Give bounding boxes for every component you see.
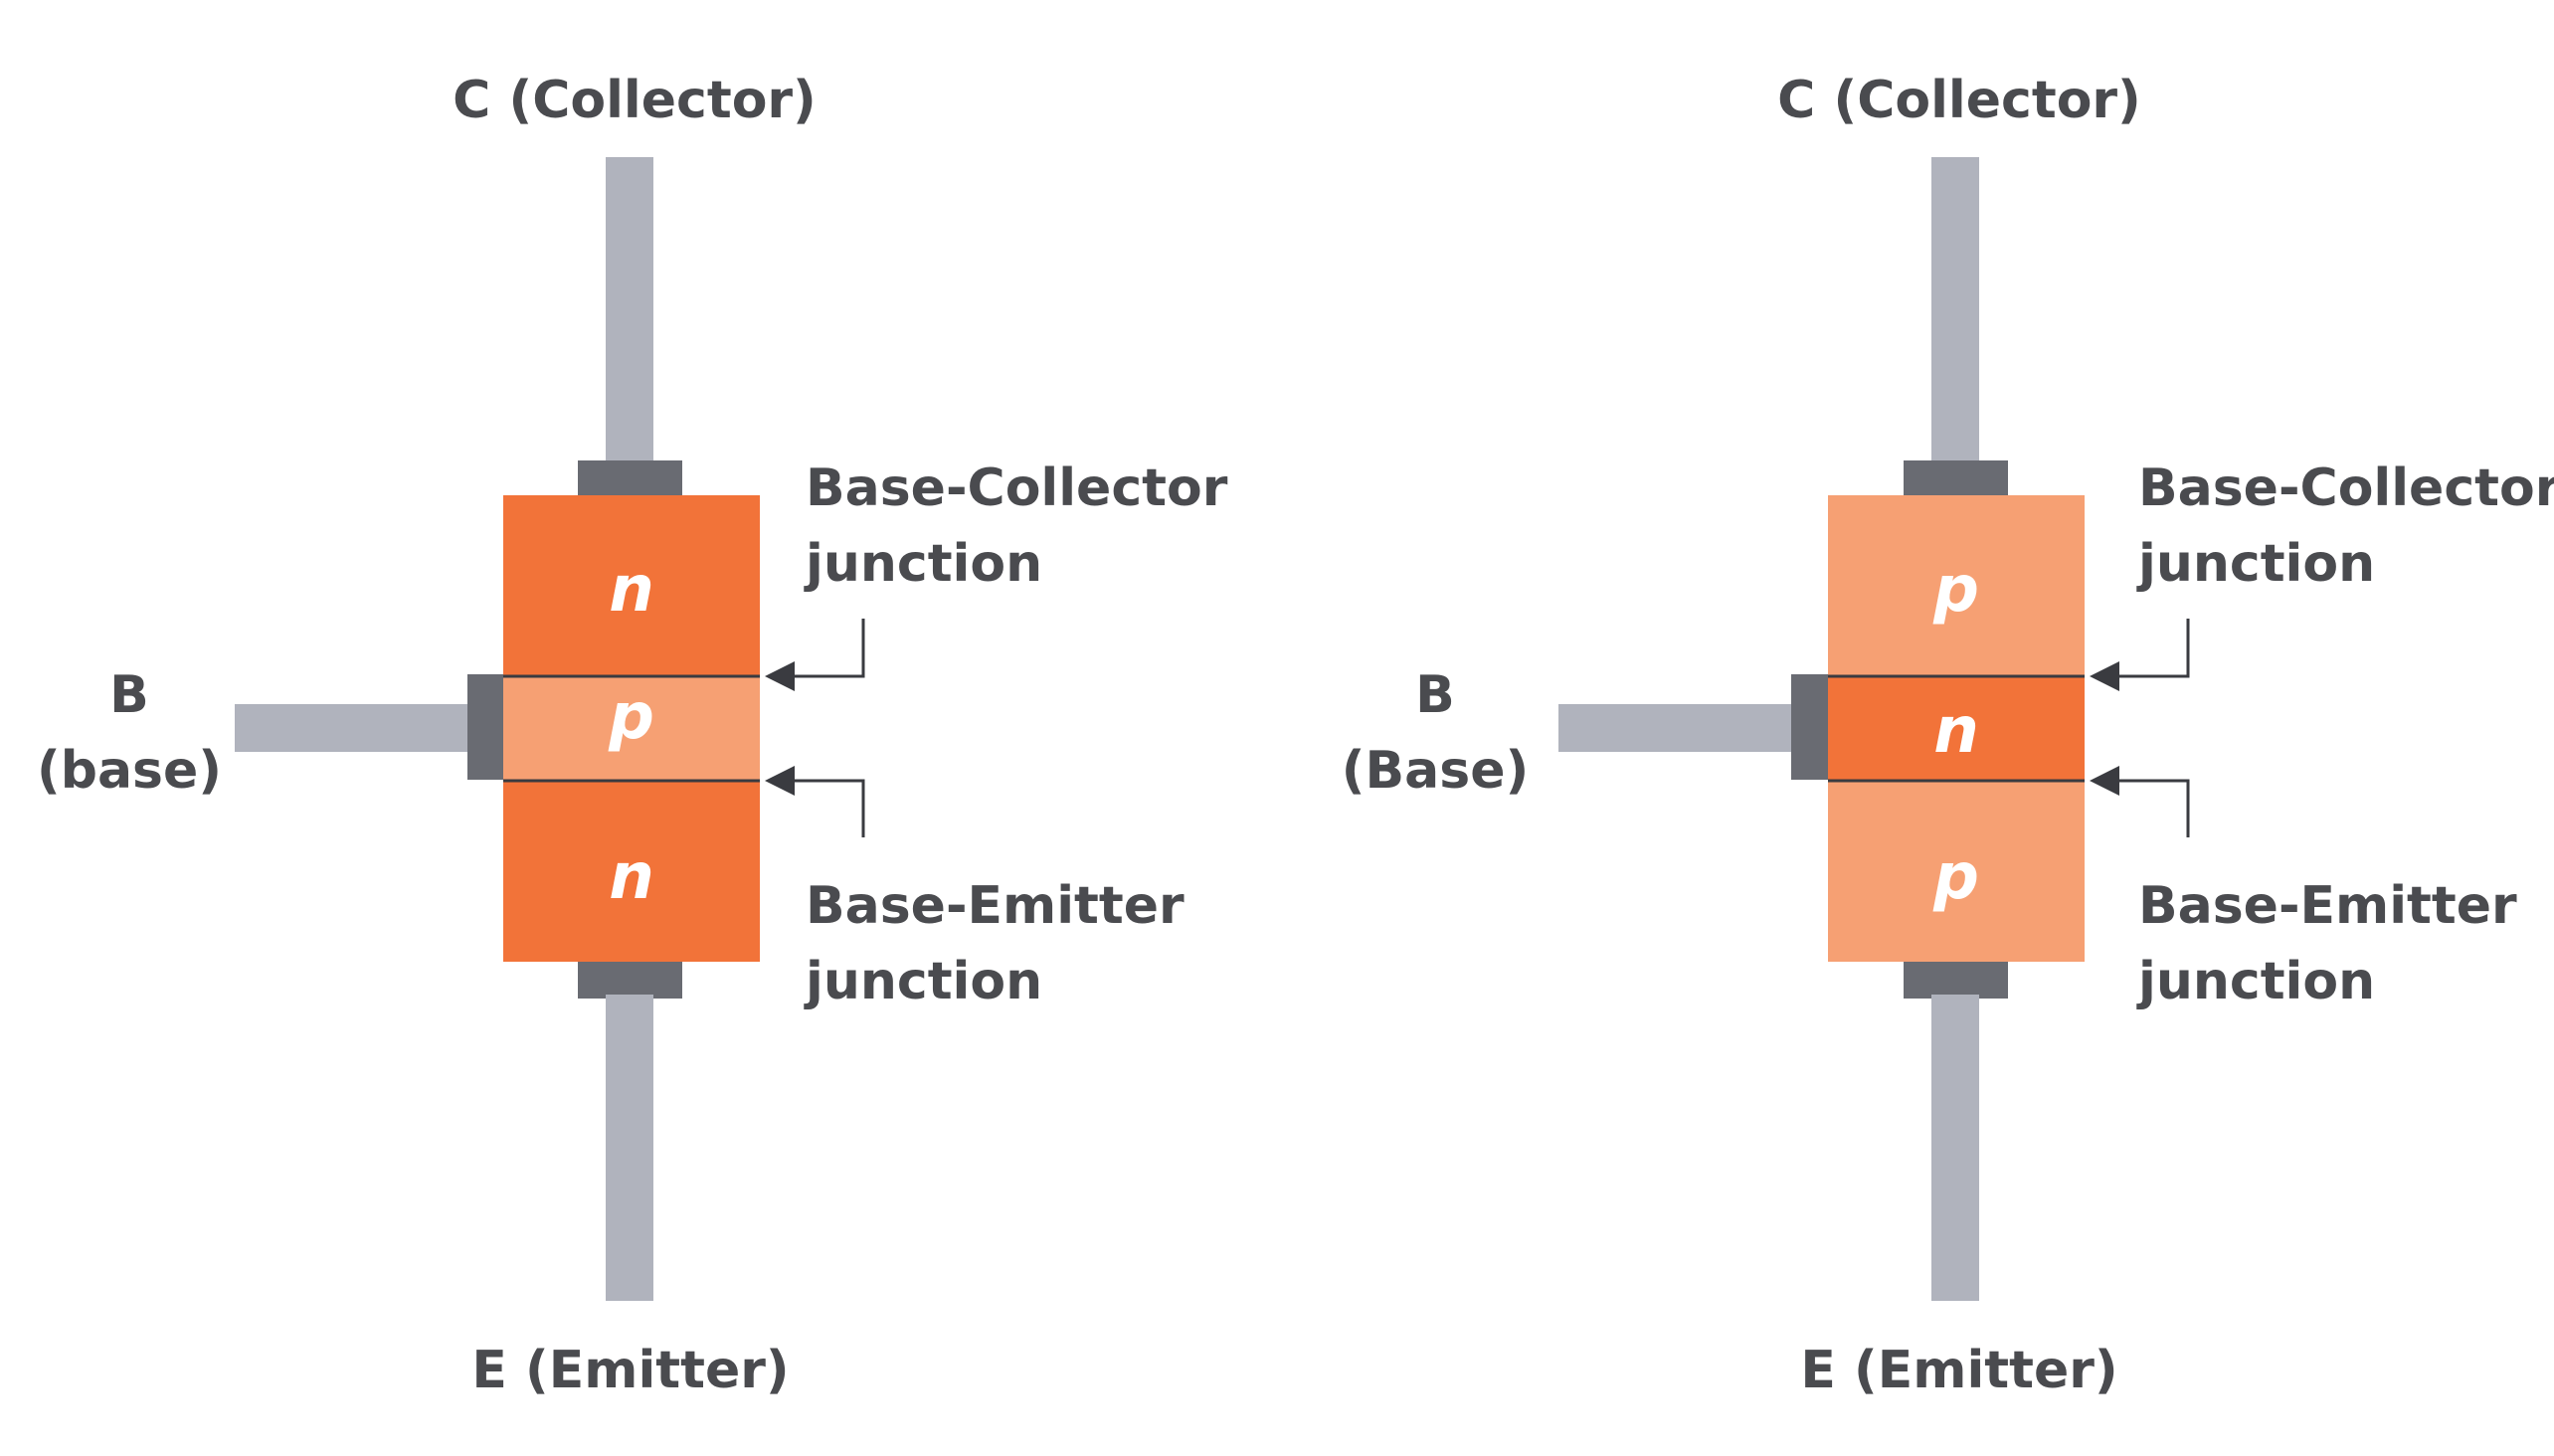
pnp-base-label-line2: (Base) xyxy=(1342,741,1529,801)
npn-bottom-region-label: n xyxy=(609,840,654,914)
npn-base-label-line1: B xyxy=(109,665,149,725)
pnp-top-region xyxy=(1828,495,2085,676)
pnp-transistor: p n p C (Collector) E (Emitter) B (Base)… xyxy=(1342,71,2554,1400)
npn-emitter-lead xyxy=(606,995,653,1301)
npn-bc-junction-label-line1: Base-Collector xyxy=(806,458,1228,518)
npn-bottom-region xyxy=(503,781,760,962)
npn-base-label-line2: (base) xyxy=(37,741,222,801)
pnp-middle-region xyxy=(1828,676,2085,781)
npn-be-pointer xyxy=(765,766,865,837)
npn-base-contact xyxy=(467,674,505,780)
pnp-be-pointer xyxy=(2090,766,2190,837)
pnp-bc-pointer xyxy=(2090,619,2190,691)
pnp-base-contact xyxy=(1791,674,1829,780)
pnp-emitter-label: E (Emitter) xyxy=(1800,1341,2117,1400)
npn-emitter-label: E (Emitter) xyxy=(471,1341,789,1400)
npn-emitter-contact xyxy=(578,962,682,999)
pnp-collector-contact xyxy=(1904,460,2008,497)
pnp-collector-label: C (Collector) xyxy=(1777,71,2141,130)
pnp-bottom-region-label: p xyxy=(1932,840,1979,914)
pnp-be-junction-label-line1: Base-Emitter xyxy=(2138,876,2517,936)
pnp-emitter-contact xyxy=(1904,962,2008,999)
npn-collector-lead xyxy=(606,157,653,463)
npn-be-junction-label-line1: Base-Emitter xyxy=(806,876,1185,936)
pnp-base-label-line1: B xyxy=(1415,665,1455,725)
npn-collector-label: C (Collector) xyxy=(453,71,817,130)
npn-top-region xyxy=(503,495,760,676)
pnp-top-region-label: p xyxy=(1932,553,1979,627)
pnp-bc-junction-label-line1: Base-Collector xyxy=(2138,458,2554,518)
npn-top-region-label: n xyxy=(609,553,654,627)
npn-be-junction-label-line2: junction xyxy=(804,952,1042,1011)
pnp-be-junction-label-line2: junction xyxy=(2136,952,2375,1011)
npn-middle-region-label: p xyxy=(608,680,654,754)
pnp-collector-lead xyxy=(1931,157,1979,463)
npn-collector-contact xyxy=(578,460,682,497)
npn-base-lead xyxy=(235,704,473,752)
npn-bc-pointer xyxy=(765,619,865,691)
npn-middle-region xyxy=(503,676,760,781)
npn-bc-junction-label-line2: junction xyxy=(804,534,1042,594)
npn-transistor: n p n C (Collector) E (Emitter) B (base)… xyxy=(37,71,1228,1400)
pnp-middle-region-label: n xyxy=(1933,694,1979,768)
pnp-emitter-lead xyxy=(1931,995,1979,1301)
pnp-bc-junction-label-line2: junction xyxy=(2136,534,2375,594)
pnp-base-lead xyxy=(1558,704,1797,752)
pnp-bottom-region xyxy=(1828,781,2085,962)
